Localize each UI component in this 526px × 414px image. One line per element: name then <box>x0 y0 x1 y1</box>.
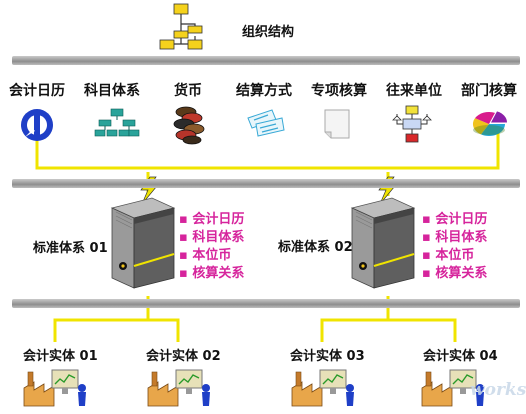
module-label-department: 部门核算 <box>461 83 517 99</box>
factory-monitor-icon-04 <box>421 369 484 407</box>
entity-label-03: 会计实体 03 <box>290 349 365 364</box>
system-02-item-base-currency: ▪ 本位币 <box>422 248 475 263</box>
org-chart-icon <box>159 3 203 50</box>
entity-label-04: 会计实体 04 <box>423 349 498 364</box>
factory-monitor-icon-02 <box>147 369 210 407</box>
bottom-rail <box>12 299 520 308</box>
watermark-text: works <box>470 380 526 400</box>
server-tower-02 <box>350 197 416 289</box>
system-02-item-calendar: ▪ 会计日历 <box>422 212 488 227</box>
account-tree-icon <box>94 108 140 137</box>
system-01-item-base-currency: ▪ 本位币 <box>179 248 232 263</box>
top-rail <box>12 56 520 65</box>
server-tower-01 <box>110 197 176 289</box>
factory-monitor-icon-03 <box>291 369 354 407</box>
system-label-02: 标准体系 02 <box>278 240 353 255</box>
system-02-item-accounts: ▪ 科目体系 <box>422 230 488 245</box>
page-title: 组织结构 <box>242 25 295 40</box>
system-02-item-relations: ▪ 核算关系 <box>422 266 488 281</box>
document-icon <box>324 109 350 139</box>
calendar-logo-icon <box>21 109 53 141</box>
entity-label-01: 会计实体 01 <box>23 349 98 364</box>
module-label-settlement: 结算方式 <box>236 83 292 99</box>
network-flow-icon <box>392 105 432 143</box>
module-label-calendar: 会计日历 <box>9 83 65 99</box>
payment-cards-icon <box>247 109 285 137</box>
system-01-item-accounts: ▪ 科目体系 <box>179 230 245 245</box>
module-label-currency: 货币 <box>174 83 202 99</box>
system-01-item-calendar: ▪ 会计日历 <box>179 212 245 227</box>
factory-monitor-icon-01 <box>23 369 86 407</box>
pie-chart-icon <box>472 111 507 137</box>
module-label-account-system: 科目体系 <box>84 83 140 99</box>
module-label-counterparty: 往来单位 <box>386 83 442 99</box>
entity-label-02: 会计实体 02 <box>146 349 221 364</box>
module-label-special-accounting: 专项核算 <box>311 83 367 99</box>
coin-stack-icon <box>173 106 205 145</box>
system-01-item-relations: ▪ 核算关系 <box>179 266 245 281</box>
middle-rail <box>12 179 520 188</box>
system-label-01: 标准体系 01 <box>33 241 108 256</box>
